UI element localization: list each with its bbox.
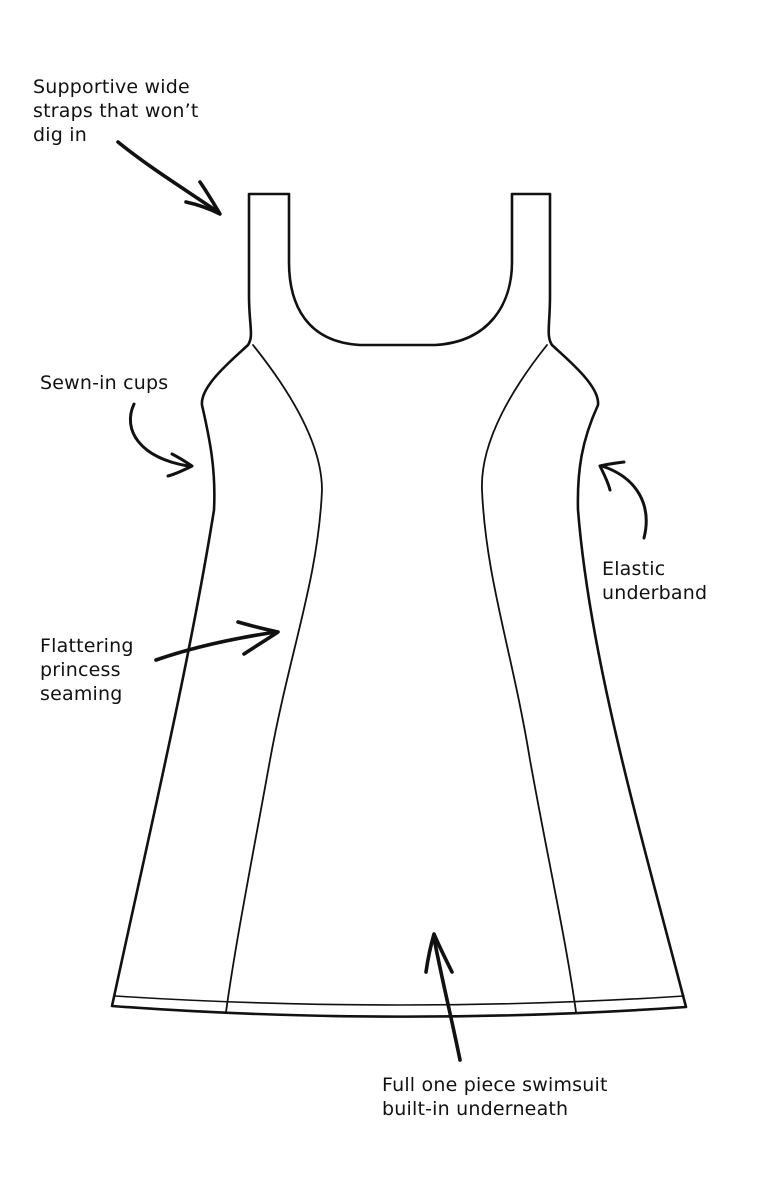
label-line: princess [40, 659, 121, 681]
label-line: built-in underneath [382, 1098, 569, 1120]
label-supportive-straps: Supportive wide straps that won’t dig in [33, 75, 199, 147]
left-princess-seam [225, 344, 323, 1013]
label-princess-seaming: Flattering princess seaming [40, 634, 134, 706]
label-elastic-underband: Elastic underband [602, 557, 707, 605]
label-sewn-in-cups: Sewn-in cups [40, 371, 168, 395]
label-line: Supportive wide [33, 76, 190, 98]
straps-arrow [116, 140, 222, 216]
label-line: dig in [33, 124, 87, 146]
underband-arrow [598, 460, 648, 540]
label-line: Elastic [602, 558, 666, 580]
label-line: Flattering [40, 635, 134, 657]
cups-arrow [128, 402, 194, 478]
label-line: Sewn-in cups [40, 372, 169, 394]
seaming-arrow [154, 620, 280, 662]
label-line: underband [602, 582, 708, 604]
label-line: Full one piece swimsuit [382, 1074, 608, 1096]
hem-line [114, 995, 685, 1006]
label-line: straps that won’t [33, 100, 199, 122]
right-princess-seam [481, 344, 577, 1013]
label-line: seaming [40, 683, 123, 705]
swimsuit-arrow [424, 932, 462, 1062]
dress-outline [110, 192, 688, 1018]
label-built-in-swimsuit: Full one piece swimsuit built-in underne… [382, 1073, 608, 1121]
